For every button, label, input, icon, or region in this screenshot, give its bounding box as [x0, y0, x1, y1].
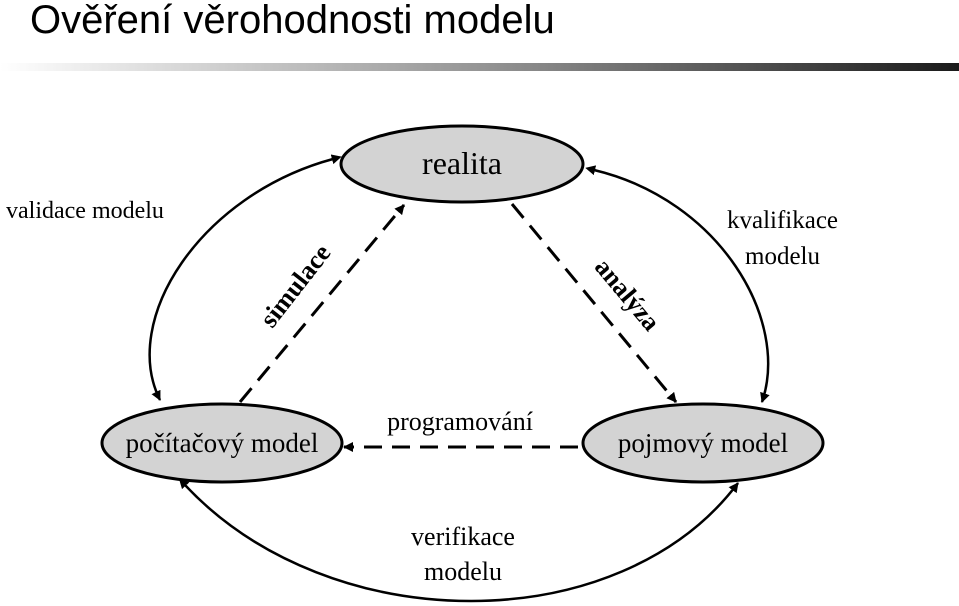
- validation-arrow: [148, 154, 342, 401]
- simulation-label: simulace: [254, 239, 336, 333]
- verification-label-line1: verifikace: [411, 522, 515, 551]
- analysis-label: analýza: [589, 253, 666, 337]
- node-realita-label: realita: [422, 145, 502, 181]
- verification-label-line2: modelu: [424, 557, 502, 586]
- node-concept-model-label: pojmový model: [617, 428, 789, 458]
- analysis-arrow: [510, 203, 678, 403]
- programming-label: programování: [387, 407, 533, 436]
- validation-label: validace modelu: [6, 198, 164, 224]
- page-title: Ověření věrohodnosti modelu: [30, 0, 555, 42]
- qualification-label-line2: modelu: [745, 243, 820, 270]
- node-realita: [339, 124, 585, 204]
- verification-arrow: [178, 478, 739, 603]
- title-divider: [0, 63, 959, 71]
- node-concept-model: [581, 402, 825, 484]
- qualification-arrow: [585, 165, 770, 403]
- node-computer-model-label: počítačový model: [125, 428, 319, 458]
- simulation-arrow: [238, 204, 406, 403]
- qualification-label-line1: kvalifikace: [726, 207, 839, 234]
- node-computer-model: [100, 402, 344, 484]
